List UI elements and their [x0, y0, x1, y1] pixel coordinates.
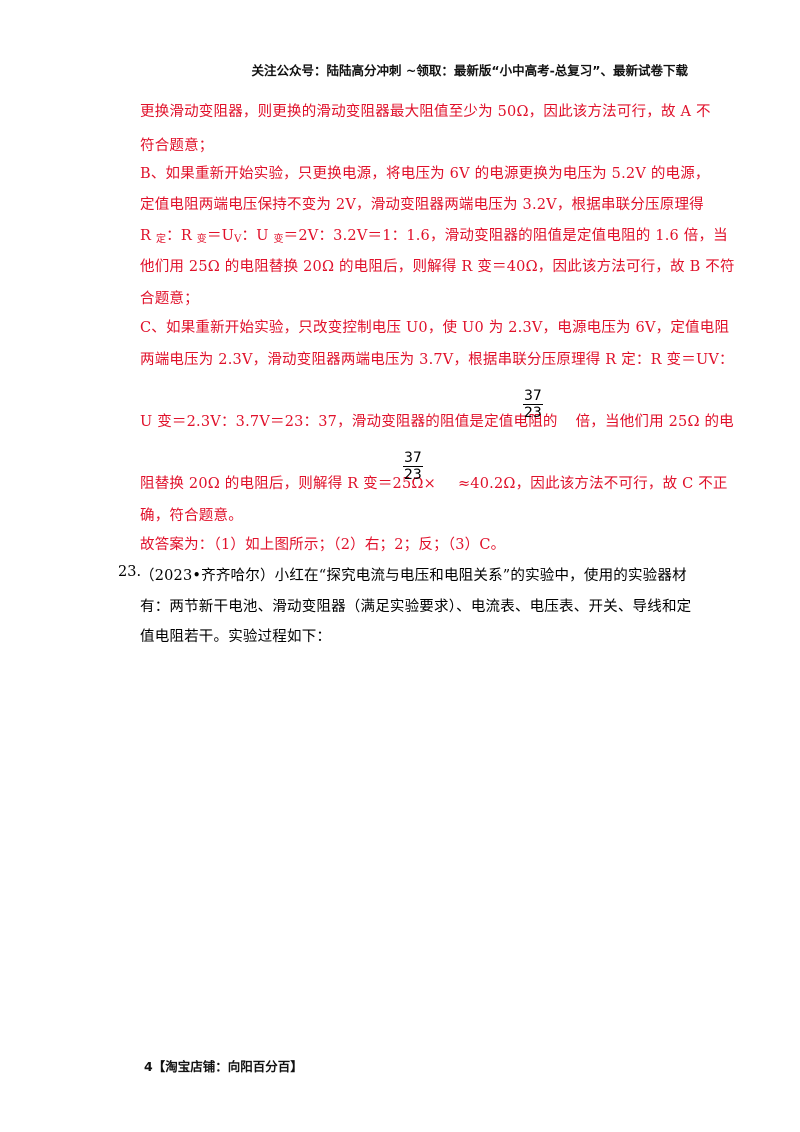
solution-line-7: 合题意； — [140, 291, 199, 307]
question-line-2: 有：两节新干电池、滑动变阻器（满足实验要求）、电流表、电压表、开关、导线和定 — [140, 599, 692, 615]
solution-line-3: B、如果重新开始实验，只更换电源，将电压为 6V 的电源更换为电压为 5.2V … — [140, 166, 710, 182]
answer-summary: 故答案为：（1）如上图所示；（2）右；2；反；（3）C。 — [140, 537, 506, 553]
solution-line-5: R 定：R 变＝UV：U 变＝2V：3.2V＝1：1.6，滑动变阻器的阻值是定值… — [140, 228, 728, 245]
solution-line-1: 更换滑动变阻器，则更换的滑动变阻器最大阻值至少为 50Ω，因此该方法可行，故 A… — [140, 104, 711, 120]
question-line-1: （2023•齐齐哈尔）小红在“探究电流与电压和电阻关系”的实验中，使用的实验器材 — [140, 568, 687, 584]
solution-line-8: C、如果重新开始实验，只改变控制电压 U0，使 U0 为 2.3V，电源电压为 … — [140, 320, 730, 336]
question-line-3: 值电阻若干。实验过程如下： — [140, 629, 332, 645]
solution-line-12: 确，符合题意。 — [140, 508, 243, 524]
solution-line-6: 他们用 25Ω 的电阻替换 20Ω 的电阻后，则解得 R 变＝40Ω，因此该方法… — [140, 259, 735, 275]
page-footer: 4【淘宝店铺：向阳百分百】 — [144, 1059, 303, 1074]
solution-line-10: U 变＝2.3V：3.7V＝23：37，滑动变阻器的阻值是定值电阻的倍，当他们用… — [140, 414, 734, 430]
solution-line-11: 阻替换 20Ω 的电阻后，则解得 R 变＝25Ω×≈40.2Ω，因此该方法不可行… — [140, 476, 728, 492]
solution-line-9: 两端电压为 2.3V，滑动变阻器两端电压为 3.7V，根据串联分压原理得 R 定… — [140, 352, 734, 368]
page-header: 关注公众号：陆陆高分冲刺 ~领取：最新版“小中高考-总复习”、最新试卷下载 — [251, 63, 688, 78]
solution-line-4: 定值电阻两端电压保持不变为 2V，滑动变阻器两端电压为 3.2V，根据串联分压原… — [140, 197, 704, 213]
solution-line-2: 符合题意； — [140, 138, 214, 154]
question-number: 23. — [118, 564, 142, 580]
